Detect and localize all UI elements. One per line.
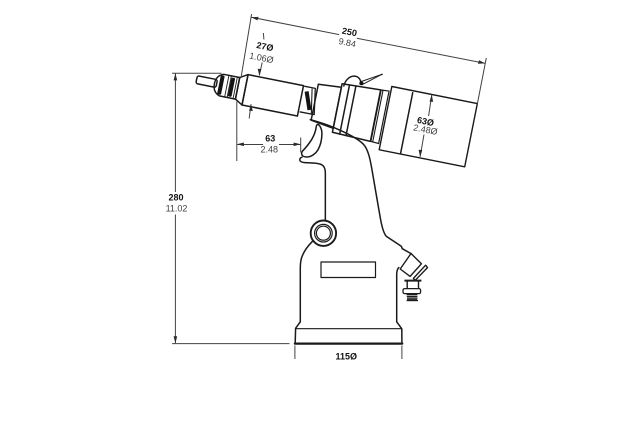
svg-text:27Ø: 27Ø bbox=[256, 40, 275, 53]
svg-text:63Ø: 63Ø bbox=[416, 115, 435, 128]
svg-text:115Ø: 115Ø bbox=[336, 352, 358, 362]
svg-text:280: 280 bbox=[168, 193, 183, 203]
svg-text:250: 250 bbox=[341, 26, 358, 39]
svg-text:1.06Ø: 1.06Ø bbox=[248, 51, 274, 66]
svg-text:9.84: 9.84 bbox=[338, 36, 357, 49]
svg-text:63: 63 bbox=[265, 134, 275, 144]
svg-text:11.02: 11.02 bbox=[166, 204, 188, 214]
svg-text:2.48Ø: 2.48Ø bbox=[412, 122, 438, 137]
svg-text:2.48: 2.48 bbox=[261, 145, 279, 155]
